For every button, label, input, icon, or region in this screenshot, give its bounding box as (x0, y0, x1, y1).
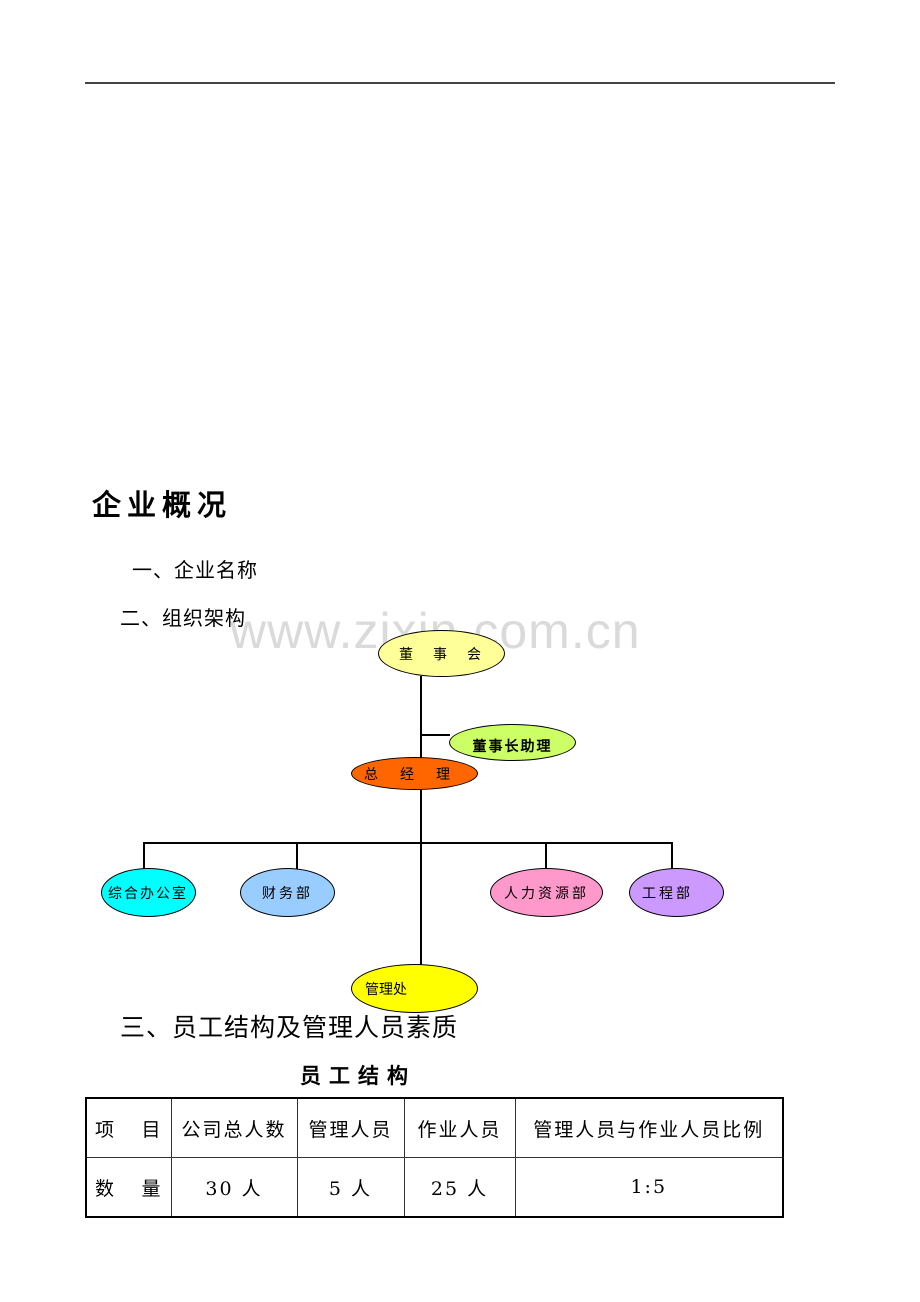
table-caption: 员工结构 (300, 1063, 416, 1088)
node-general-manager: 总 经 理 (351, 757, 478, 790)
connector-branch-horizontal (143, 842, 672, 844)
page-title: 企业概况 (92, 488, 233, 522)
node-hr-label: 人力资源部 (504, 885, 589, 902)
node-chair-assistant-label: 董事长助理 (472, 738, 553, 755)
table-header-cell: 管理人员 (296, 1097, 405, 1158)
node-engineering-label: 工程部 (642, 885, 693, 902)
node-general-manager-label: 总 经 理 (364, 766, 454, 783)
connector-finance (296, 842, 298, 869)
table-header-cell: 公司总人数 (170, 1097, 298, 1158)
node-finance-label: 财务部 (262, 885, 313, 902)
connector-board-gm (420, 676, 422, 758)
node-engineering: 工程部 (629, 868, 724, 917)
node-board-label: 董 事 会 (399, 646, 484, 663)
connector-gm-down (420, 789, 422, 965)
node-board: 董 事 会 (378, 630, 505, 677)
node-general-office: 综合办公室 (101, 868, 196, 917)
table-header-cell: 项 目 (85, 1097, 172, 1158)
section-org-structure: 二、组织架构 (120, 606, 246, 630)
connector-hr (545, 842, 547, 869)
table-cell: 5 人 (296, 1157, 405, 1218)
table-row: 数 量 30 人 5 人 25 人 1:5 (85, 1157, 784, 1218)
table-header-cell: 作业人员 (403, 1097, 516, 1158)
table-header-cell: 管理人员与作业人员比例 (514, 1097, 784, 1158)
node-general-office-label: 综合办公室 (108, 885, 188, 902)
table-cell: 数 量 (85, 1157, 172, 1218)
header-rule (85, 82, 835, 84)
section-staff-structure: 三、员工结构及管理人员素质 (120, 1013, 459, 1042)
connector-assistant (420, 734, 450, 736)
node-finance: 财务部 (240, 868, 335, 917)
connector-engineering (671, 842, 673, 869)
connector-general-office (143, 842, 145, 869)
node-chair-assistant: 董事长助理 (449, 724, 576, 761)
table-cell: 1:5 (514, 1157, 784, 1218)
node-management-office-label: 管理处 (365, 981, 407, 998)
node-hr: 人力资源部 (490, 868, 603, 917)
table-cell: 30 人 (170, 1157, 298, 1218)
table-cell: 25 人 (403, 1157, 516, 1218)
node-management-office: 管理处 (351, 964, 478, 1013)
table-header-row: 项 目 公司总人数 管理人员 作业人员 管理人员与作业人员比例 (85, 1097, 784, 1158)
section-company-name: 一、企业名称 (132, 558, 258, 582)
staff-structure-table: 项 目 公司总人数 管理人员 作业人员 管理人员与作业人员比例 数 量 30 人… (85, 1097, 784, 1218)
